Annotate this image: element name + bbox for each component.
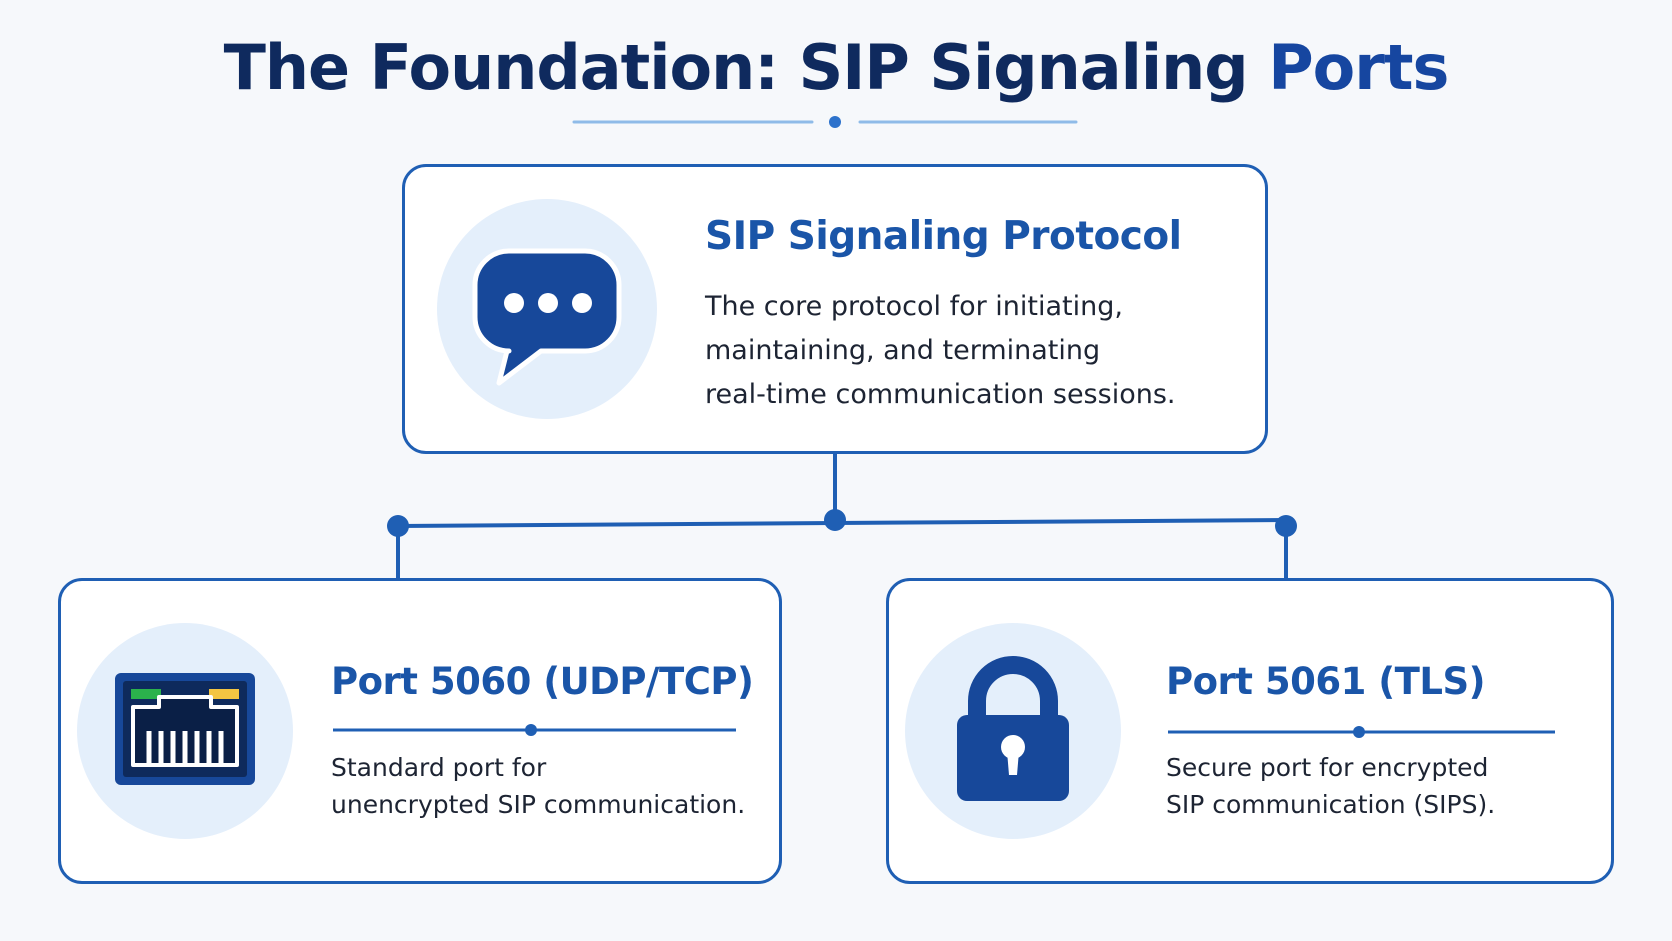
ethernet-icon-circle [77, 623, 293, 839]
sip-protocol-description: The core protocol for initiating, mainta… [705, 285, 1245, 417]
sip-protocol-desc-line-2: maintaining, and terminating [705, 335, 1101, 366]
sip-protocol-desc-line-3: real-time communication sessions. [705, 379, 1176, 410]
port-5061-divider [1168, 726, 1555, 738]
connector-node-right [1275, 515, 1297, 537]
port-5061-description: Secure port for encrypted SIP communicat… [1166, 749, 1606, 823]
sip-protocol-desc-line-1: The core protocol for initiating, [705, 291, 1123, 322]
port-5060-description: Standard port for unencrypted SIP commun… [331, 749, 771, 823]
port-5060-divider [333, 724, 736, 736]
port-5061-desc-line-2: SIP communication (SIPS). [1166, 790, 1496, 819]
sip-protocol-card: SIP Signaling Protocol The core protocol… [402, 164, 1268, 454]
port-5060-desc-line-2: unencrypted SIP communication. [331, 790, 746, 819]
port-5061-title: Port 5061 (TLS) [1166, 660, 1486, 703]
sip-protocol-title: SIP Signaling Protocol [705, 214, 1182, 259]
padlock-icon [957, 656, 1069, 801]
chat-icon-circle [437, 199, 657, 419]
padlock-icon-circle [905, 623, 1121, 839]
chat-bubble-icon [472, 248, 622, 386]
port-5060-card: Port 5060 (UDP/TCP) Standard port for un… [58, 578, 782, 884]
port-5060-title: Port 5060 (UDP/TCP) [331, 660, 754, 703]
ethernet-port-icon [115, 673, 255, 785]
page-title: The Foundation: SIP Signaling Ports [0, 28, 1672, 108]
page-title-accent: Ports [1268, 31, 1449, 104]
port-5061-card: Port 5061 (TLS) Secure port for encrypte… [886, 578, 1614, 884]
connector-node-center [824, 509, 846, 531]
page-title-main: The Foundation: SIP Signaling [223, 31, 1269, 104]
port-5060-desc-line-1: Standard port for [331, 753, 547, 782]
port-5061-desc-line-1: Secure port for encrypted [1166, 753, 1489, 782]
connector-node-left [387, 515, 409, 537]
